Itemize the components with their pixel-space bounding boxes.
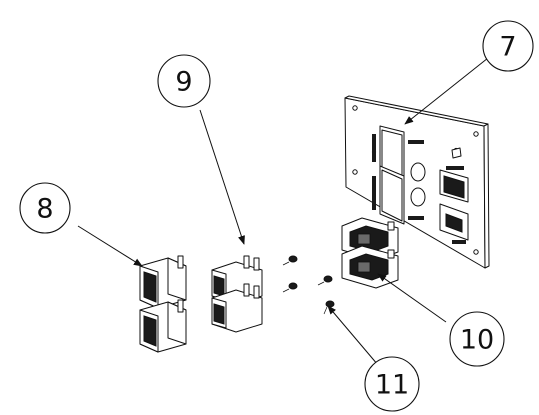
balloon-7-label: 7 xyxy=(499,32,516,63)
balloon-8: 8 xyxy=(19,182,71,234)
balloon-9: 9 xyxy=(157,54,211,108)
balloon-10: 10 xyxy=(449,311,505,367)
leader-10 xyxy=(377,273,447,323)
balloon-10-label: 10 xyxy=(460,325,494,356)
panel-plate-part-7 xyxy=(344,95,490,269)
leader-7 xyxy=(404,57,489,125)
leader-11 xyxy=(327,305,379,366)
terminal-switches-part-9 xyxy=(211,255,263,333)
screws-part-11 xyxy=(282,255,335,315)
power-sockets-part-10 xyxy=(341,217,399,289)
leader-9 xyxy=(199,109,245,245)
rocker-switches-part-8 xyxy=(139,255,187,353)
balloon-8-label: 8 xyxy=(36,194,53,225)
balloon-7: 7 xyxy=(482,20,534,72)
leader-8 xyxy=(77,225,143,267)
balloon-11: 11 xyxy=(364,356,420,412)
balloon-11-label: 11 xyxy=(375,370,409,401)
balloon-9-label: 9 xyxy=(175,67,192,98)
